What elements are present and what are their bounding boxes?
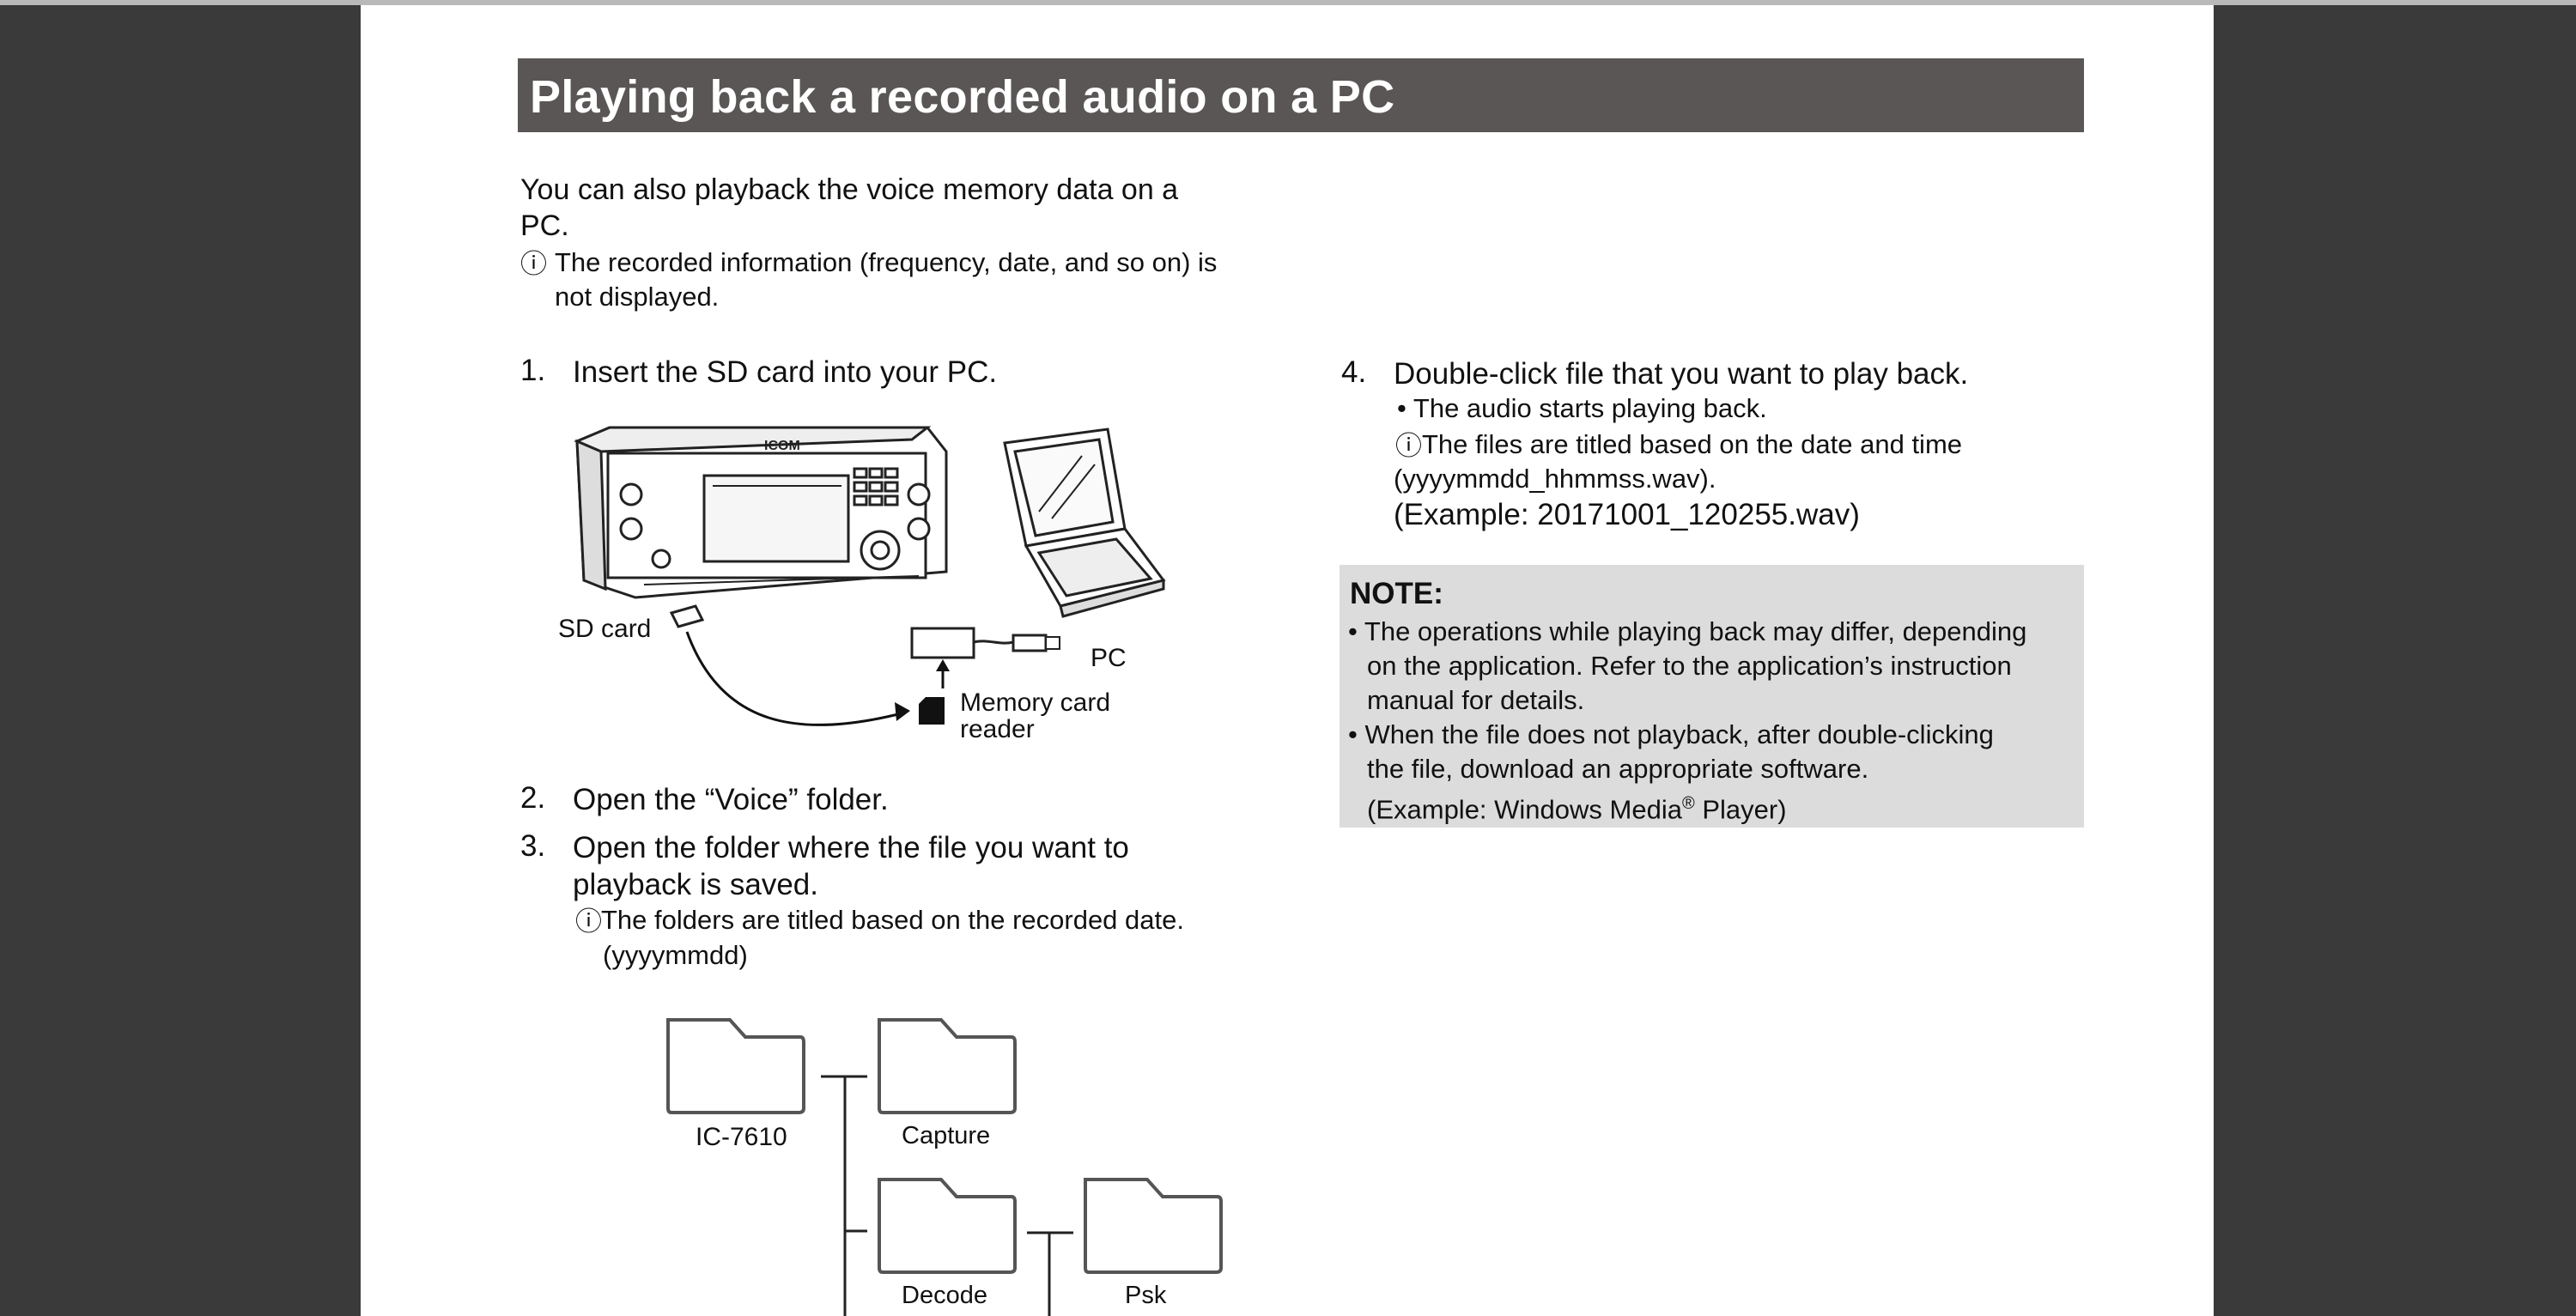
sd-card-drawing xyxy=(669,604,705,628)
laptop-drawing xyxy=(1003,428,1166,618)
sd-card-connection-illustration: ICOM SD card Memory card reader xyxy=(558,426,1166,743)
pc-label: PC xyxy=(1091,644,1127,672)
step-3-info-line-2: (yyyymmdd) xyxy=(603,940,748,970)
sd-card-label: SD card xyxy=(558,615,651,643)
folder-icon-psk xyxy=(1084,1178,1223,1274)
note-heading: NOTE: xyxy=(1350,577,1443,610)
step-1-text: Insert the SD card into your PC. xyxy=(573,355,998,389)
step-1-number: 1. xyxy=(520,354,546,387)
card-reader-label-line-2: reader xyxy=(960,715,1035,743)
section-title-bar: Playing back a recorded audio on a PC xyxy=(518,58,2084,132)
folder-label-decode: Decode xyxy=(902,1282,987,1309)
card-reader-drawing xyxy=(910,627,1060,725)
folder-icon-decode xyxy=(878,1178,1017,1274)
step-4-example: (Example: 20171001_120255.wav) xyxy=(1394,498,1860,531)
step-3-number: 3. xyxy=(520,829,546,863)
note-bullet-1-line-1: • The operations while playing back may … xyxy=(1348,616,2027,646)
step-4-info-line-1: The files are titled based on the date a… xyxy=(1422,429,1963,459)
viewer-top-border xyxy=(0,0,2576,5)
intro-line-2: PC. xyxy=(520,209,569,242)
note-bullet-1-line-3: manual for details. xyxy=(1367,685,1585,715)
step-4-number: 4. xyxy=(1341,355,1367,389)
step-3-line-2: playback is saved. xyxy=(573,868,818,901)
info-icon: ⓘ xyxy=(1395,431,1422,462)
step-4-text: Double-click file that you want to play … xyxy=(1394,357,1969,391)
card-reader-label-line-1: Memory card xyxy=(960,688,1110,717)
arrow-curve xyxy=(685,631,902,726)
note-box: NOTE: • The operations while playing bac… xyxy=(1340,565,2084,828)
step-2-text: Open the “Voice” folder. xyxy=(573,783,889,816)
note-example-prefix: (Example: Windows Media xyxy=(1367,794,1682,825)
intro-info-line-2: not displayed. xyxy=(555,282,720,312)
document-page: Playing back a recorded audio on a PC Yo… xyxy=(361,5,2214,1316)
note-bullet-2-line-1: • When the file does not playback, after… xyxy=(1348,719,1994,749)
step-4-bullet: • The audio starts playing back. xyxy=(1397,393,1767,423)
info-icon: ⓘ xyxy=(520,249,547,280)
step-2-number: 2. xyxy=(520,781,546,815)
intro-info-line-1: The recorded information (frequency, dat… xyxy=(555,247,1218,277)
folder-icon-capture xyxy=(878,1018,1017,1114)
folder-label-psk: Psk xyxy=(1125,1282,1167,1309)
folder-icon-root xyxy=(666,1018,805,1114)
folder-tree-diagram: IC-7610 Capture Decode Psk xyxy=(666,1018,1223,1316)
intro-line-1: You can also playback the voice memory d… xyxy=(520,173,1179,206)
step-3-line-1: Open the folder where the file you want … xyxy=(573,831,1129,864)
transceiver-drawing xyxy=(574,426,948,599)
step-3-info-line-1: The folders are titled based on the reco… xyxy=(601,905,1184,935)
folder-label-capture: Capture xyxy=(902,1122,990,1149)
note-bullet-1-line-2: on the application. Refer to the applica… xyxy=(1367,651,2012,681)
step-4-info-line-2: (yyyymmdd_hhmmss.wav). xyxy=(1394,464,1716,494)
note-bullet-2-line-3: (Example: Windows Media® Player) xyxy=(1367,786,1787,827)
section-title: Playing back a recorded audio on a PC xyxy=(530,71,1395,123)
arrow-head xyxy=(895,702,910,721)
note-example-suffix: Player) xyxy=(1694,794,1787,825)
info-icon: ⓘ xyxy=(575,907,602,937)
radio-logo: ICOM xyxy=(764,439,800,453)
note-bullet-2-line-2: the file, download an appropriate softwa… xyxy=(1367,754,1869,784)
folder-label-root: IC-7610 xyxy=(696,1123,787,1151)
registered-mark: ® xyxy=(1681,794,1695,813)
